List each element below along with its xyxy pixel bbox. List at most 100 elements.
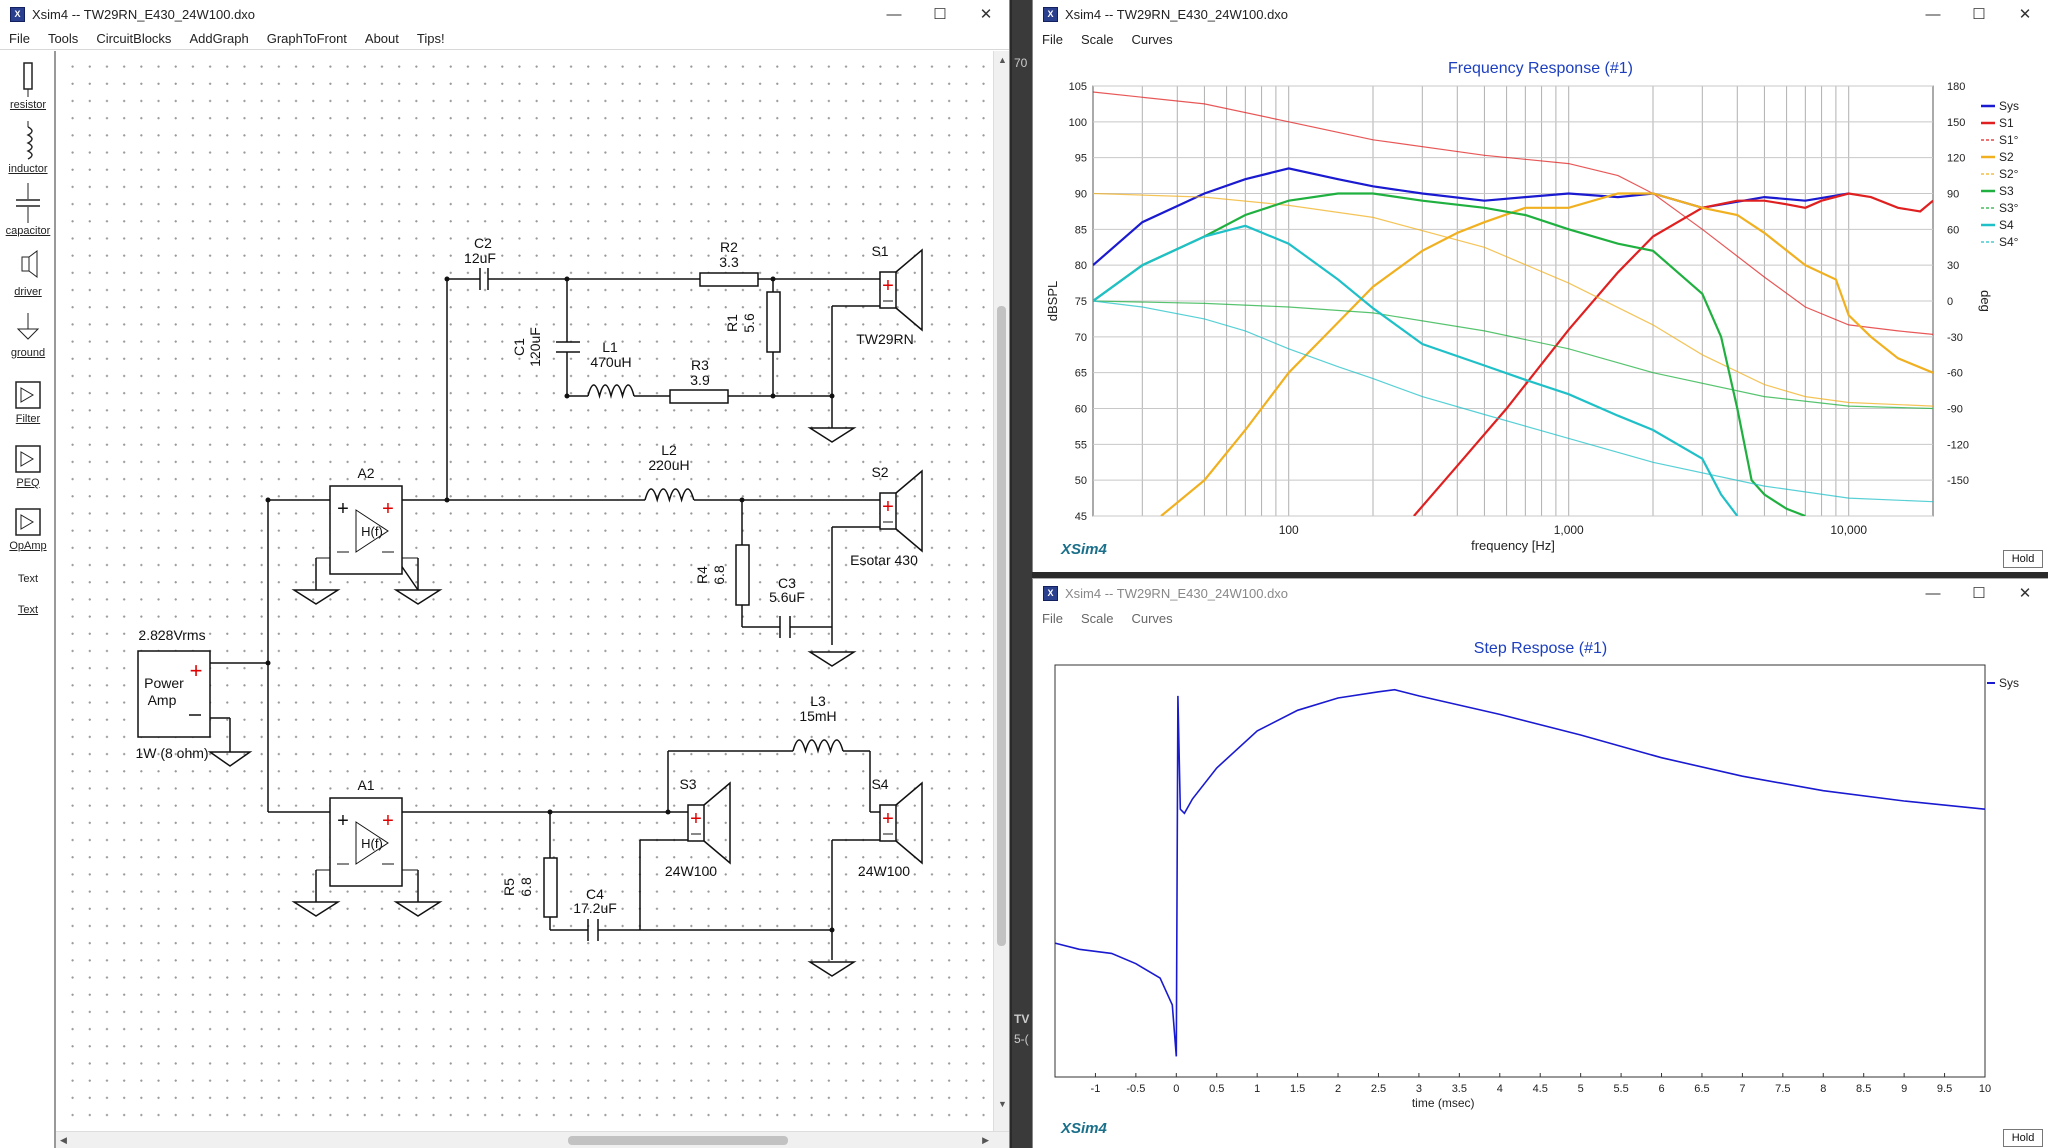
series-s1-phase-line [1093,91,1933,335]
menu-addgraph[interactable]: AddGraph [189,31,249,46]
legend-label-s4-phase: S4° [1999,235,2019,249]
menu-file[interactable]: File [1042,610,1063,626]
capacitor-c4[interactable]: C4 17.2uF [573,886,617,941]
tool-ground[interactable]: ground [0,311,56,359]
scroll-down-icon[interactable]: ▼ [998,1099,1007,1109]
resistor-r1[interactable]: R1 5.6 [724,291,781,353]
resistor-r5[interactable]: R5 6.8 [501,857,558,918]
menu-about[interactable]: About [364,31,399,46]
scroll-right-icon[interactable]: ▶ [982,1135,989,1145]
menu-tools[interactable]: Tools [47,31,79,46]
horizontal-scroll-thumb[interactable] [568,1136,788,1145]
step-x-tick: 7.5 [1775,1083,1790,1095]
c4-value: 17.2uF [573,900,617,916]
menu-circuitblocks[interactable]: CircuitBlocks [96,31,172,46]
resistor-r2[interactable]: R2 3.3 [699,239,759,287]
series-s3-phase-line [1093,300,1933,410]
resistor-r3[interactable]: R3 3.9 [669,357,729,404]
resistor-r4[interactable]: R4 6.8 [694,544,750,606]
background-fragment-2: TV [1014,1012,1030,1026]
menu-curves[interactable]: Curves [1131,31,1173,47]
vertical-scrollbar[interactable]: ▲ ▼ [993,51,1009,1131]
freq-brand: XSim4 [1061,541,1107,558]
capacitor-c1[interactable]: C1 120uF [511,327,580,367]
freq-y2-tick: -30 [1947,332,1963,344]
l3-name: L3 [810,693,826,709]
svg-text:+: + [882,808,894,830]
minimize-button[interactable]: — [886,5,902,23]
inductor-l3[interactable]: L3 15mH [792,693,844,754]
amp-line1: Power [144,675,184,691]
inductor-l2[interactable]: L2 220uH [644,442,695,503]
close-button[interactable]: ✕ [2018,6,2032,23]
s2-name: S2 [871,464,888,480]
scroll-up-icon[interactable]: ▲ [998,55,1007,65]
freq-y-label: dBSPL [1045,281,1060,321]
maximize-button[interactable]: ☐ [933,6,947,23]
tool-filter[interactable]: Filter [0,379,56,425]
freq-hold-button[interactable]: Hold [2003,550,2043,568]
step-x-tick: 6.5 [1694,1083,1709,1095]
close-button[interactable]: ✕ [979,6,993,23]
r3-value: 3.9 [690,372,710,388]
step-series-sys-line [1054,688,1986,1057]
driver-s3[interactable]: + S3 24W100 [665,776,731,879]
svg-text:+: + [337,810,349,832]
driver-s1[interactable]: + S1 TW29RN [856,243,923,347]
driver-s4[interactable]: + S4 24W100 [858,776,923,879]
series-s4-line [1093,224,1739,516]
freq-y2-tick: 120 [1947,153,1965,165]
tool-resistor[interactable]: resistor [0,59,56,111]
filter-block-a1[interactable]: H(f) + + A1 [316,777,418,887]
l1-value: 470uH [590,354,631,370]
c4-name: C4 [586,886,604,902]
tool-inductor[interactable]: inductor [0,121,56,175]
tool-text-link[interactable]: Text [0,604,56,616]
step-x-tick: -0.5 [1126,1083,1145,1095]
frequency-response-window: X Xsim4 -- TW29RN_E430_24W100.dxo — ☐ ✕ … [1032,0,2048,572]
xsim-app-icon: X [10,6,25,22]
tool-text[interactable]: Text [0,573,56,585]
freq-y-tick: 90 [1075,189,1087,201]
svg-text:+: + [382,810,394,832]
maximize-button[interactable]: ☐ [1972,6,1986,23]
menu-graphtofront[interactable]: GraphToFront [266,31,347,46]
step-title: Xsim4 -- TW29RN_E430_24W100.dxo [1065,585,1289,601]
filter-block-a2[interactable]: H(f) + + A2 [316,465,418,575]
capacitor-c2[interactable]: C2 12uF [464,235,496,290]
tool-opamp[interactable]: OpAmp [0,506,56,552]
schematic-canvas[interactable]: C2 12uF R2 3.3 R1 5.6 C1 120uF [58,51,998,1131]
freq-titlebar: X Xsim4 -- TW29RN_E430_24W100.dxo — ☐ ✕ [1033,0,2048,28]
s3-name: S3 [679,776,696,792]
scroll-left-icon[interactable]: ◀ [60,1135,67,1145]
a2-block: H(f) [361,524,383,539]
maximize-button[interactable]: ☐ [1972,585,1986,602]
step-hold-button[interactable]: Hold [2003,1129,2043,1147]
step-x-tick: 5.5 [1613,1083,1628,1095]
r4-value: 6.8 [711,565,727,585]
menu-file[interactable]: File [9,31,30,46]
menu-scale[interactable]: Scale [1080,31,1114,47]
tool-capacitor[interactable]: capacitor [0,183,56,237]
vertical-scroll-thumb[interactable] [997,306,1006,946]
menu-curves[interactable]: Curves [1131,610,1173,626]
menu-scale[interactable]: Scale [1080,610,1114,626]
inductor-l1[interactable]: L1 470uH [587,339,635,399]
series-s4-phase-line [1093,300,1933,503]
driver-s2[interactable]: + S2 Esotar 430 [850,464,923,568]
capacitor-c3[interactable]: C3 5.6uF [769,575,805,638]
s2-driver: Esotar 430 [850,552,918,568]
minimize-button[interactable]: — [1925,5,1941,23]
horizontal-scrollbar[interactable]: ◀ ▶ [56,1131,1009,1148]
menu-tips[interactable]: Tips! [416,31,445,46]
minimize-button[interactable]: — [1925,584,1941,602]
power-amp[interactable]: Power Amp + 2.828Vrms 1W (8 ohm) [135,627,211,761]
tool-peq[interactable]: PEQ [0,443,56,489]
step-x-tick: 10 [1979,1083,1991,1095]
menu-file[interactable]: File [1042,31,1063,47]
tool-driver[interactable]: driver [0,248,56,298]
close-button[interactable]: ✕ [2018,585,2032,602]
svg-text:+: + [382,498,394,520]
